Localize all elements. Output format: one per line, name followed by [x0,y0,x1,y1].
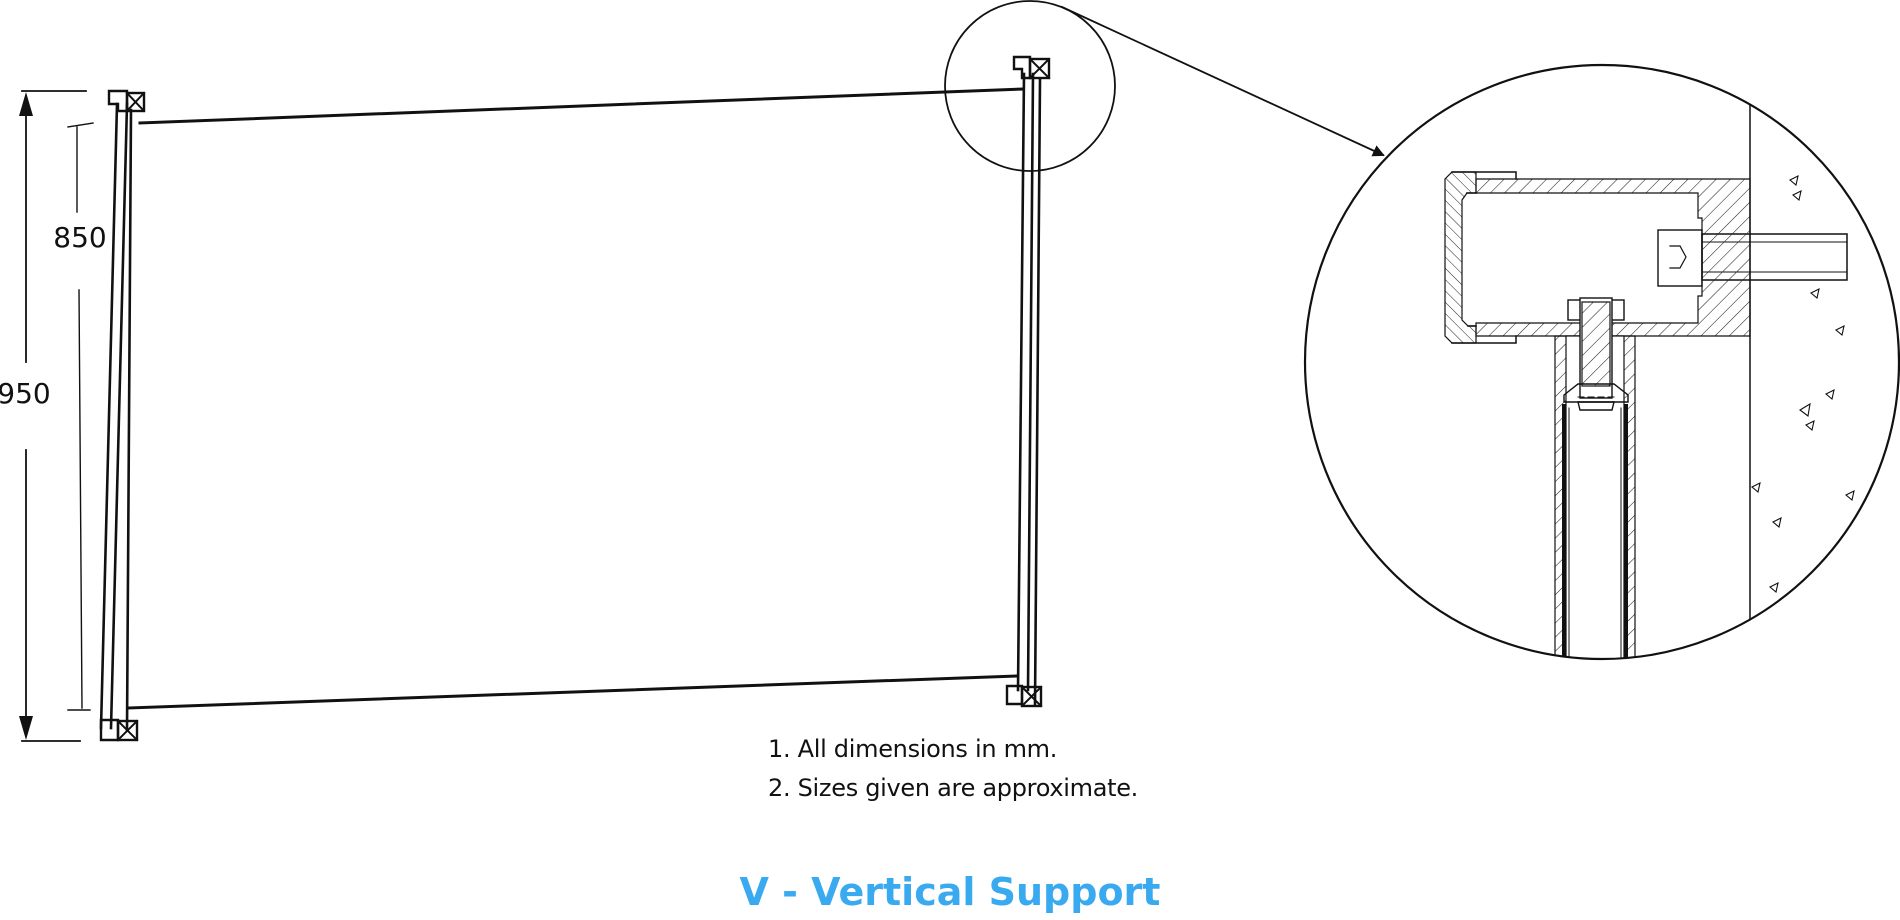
left-vertical-support [99,89,146,742]
enlarged-detail-view [1303,63,1900,661]
wall-aggregate [1751,174,1855,594]
screen-panel [127,87,1024,710]
right-vertical-support [1005,55,1051,708]
note-dimensions-unit: 1. All dimensions in mm. [768,735,1058,763]
overall-height-dimension: 950 [0,90,87,742]
note-sizes-approximate: 2. Sizes given are approximate. [768,774,1139,802]
screen-height-label: 850 [53,221,106,254]
overall-height-label: 950 [0,377,51,410]
screen-height-dimension: 850 [53,122,107,711]
detail-callout [944,0,1385,172]
diagram-title: V - Vertical Support [739,870,1161,914]
